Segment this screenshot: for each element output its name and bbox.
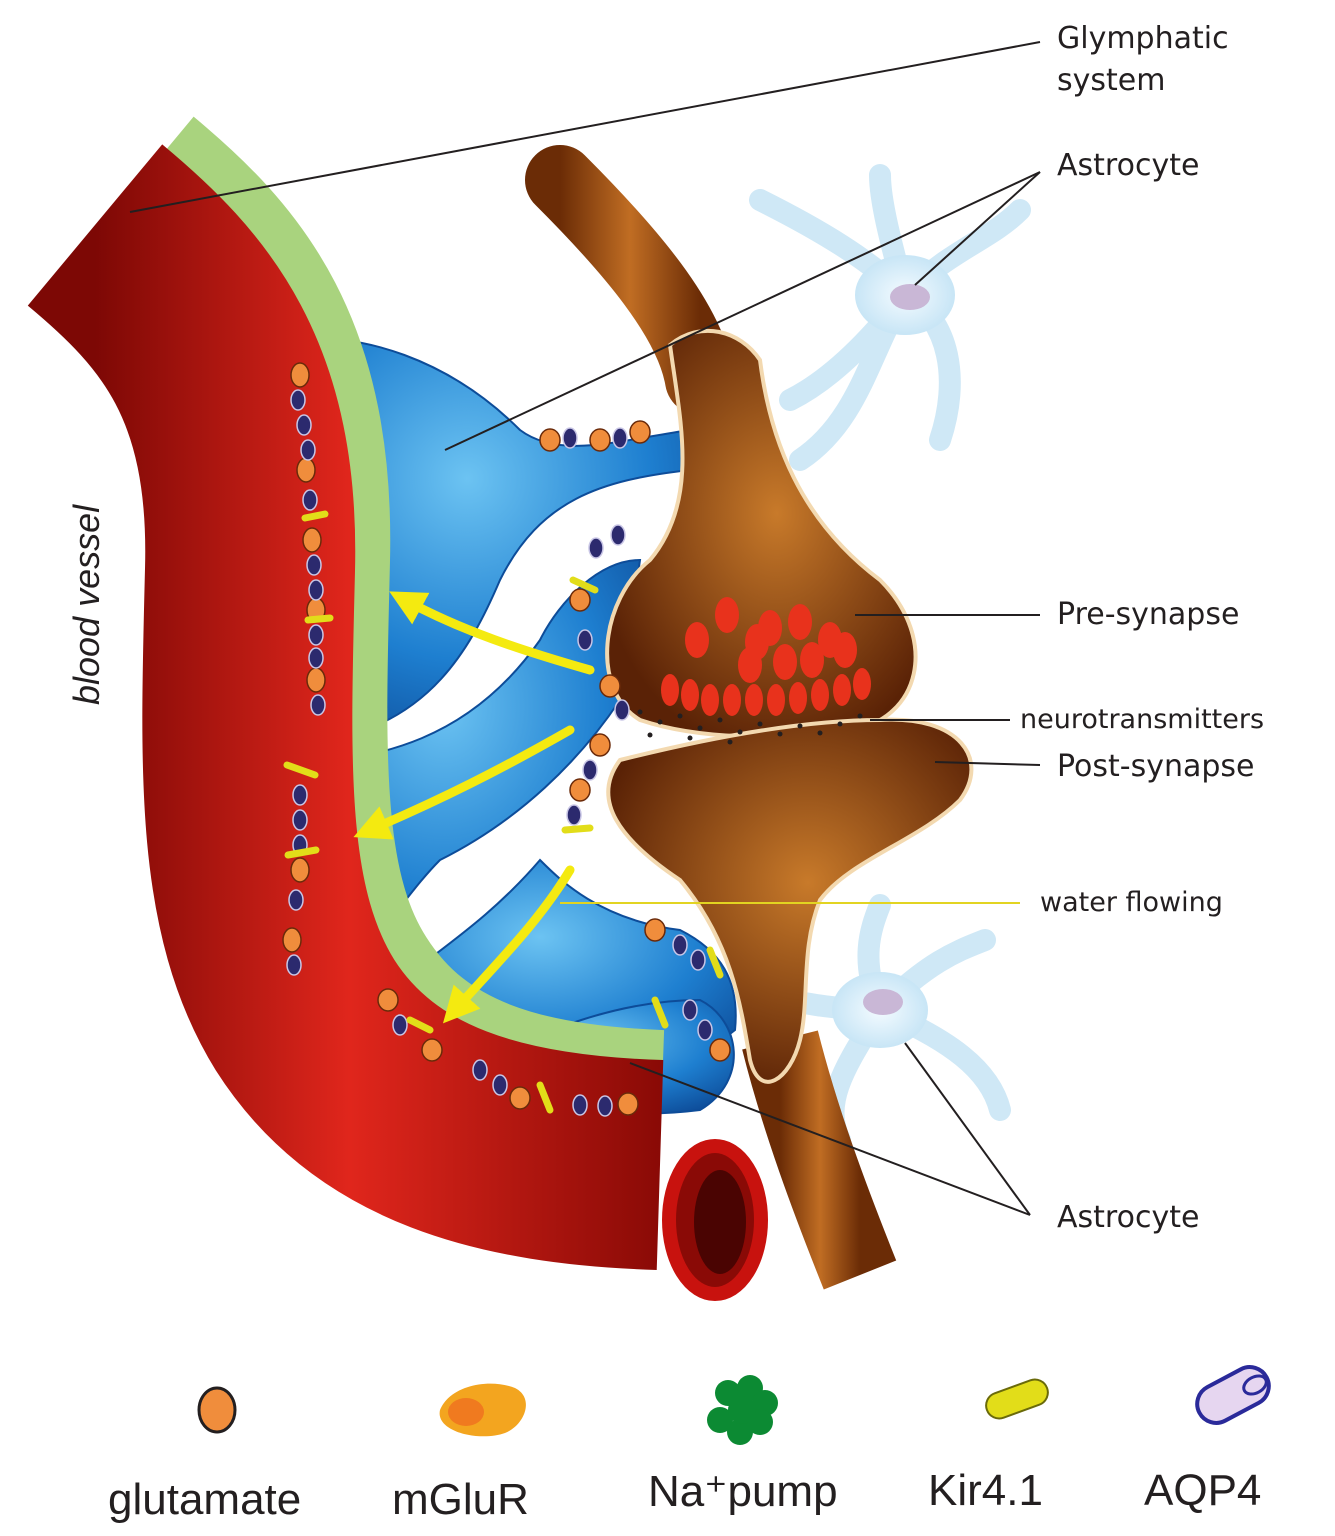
- leader-lines: [129, 41, 1041, 1216]
- label-water-flowing: water flowing: [1040, 887, 1223, 918]
- label-post-synapse: Post-synapse: [1057, 749, 1255, 784]
- legend-label-glutamate: glutamate: [108, 1475, 302, 1524]
- astrocyte-cell-top: [749, 164, 1031, 471]
- label-neurotransmitters: neurotransmitters: [1020, 704, 1265, 735]
- legend-label-aqp4: AQP4: [1144, 1466, 1262, 1515]
- label-blood-vessel: blood vessel: [66, 504, 107, 705]
- membrane-proteins: [282, 362, 731, 1117]
- na-pump-icon: [707, 1375, 778, 1445]
- label-astrocyte-top: Astrocyte: [1057, 148, 1200, 183]
- blood-vessel: [27, 116, 768, 1301]
- label-astrocyte-bottom: Astrocyte: [1057, 1200, 1200, 1235]
- label-glymphatic-system: Glymphatic system: [1057, 21, 1229, 98]
- legend-label-kir41: Kir4.1: [928, 1466, 1043, 1515]
- pre-synapse: [605, 328, 918, 739]
- mglur-icon: [439, 1383, 526, 1437]
- water-flow-arrows: [353, 591, 595, 1024]
- astrocyte-cell-bottom: [749, 894, 1011, 1151]
- synaptic-cleft-neurotransmitters: [637, 709, 863, 745]
- glutamate-icon: [197, 1386, 237, 1434]
- label-pre-synapse: Pre-synapse: [1057, 597, 1240, 632]
- legend-label-mglur: mGluR: [392, 1475, 529, 1524]
- legend-label-na-pump: Na⁺pump: [648, 1467, 838, 1516]
- synaptic-vesicles: [661, 597, 871, 716]
- kir41-icon: [985, 1378, 1049, 1420]
- aqp4-icon: [1195, 1365, 1271, 1425]
